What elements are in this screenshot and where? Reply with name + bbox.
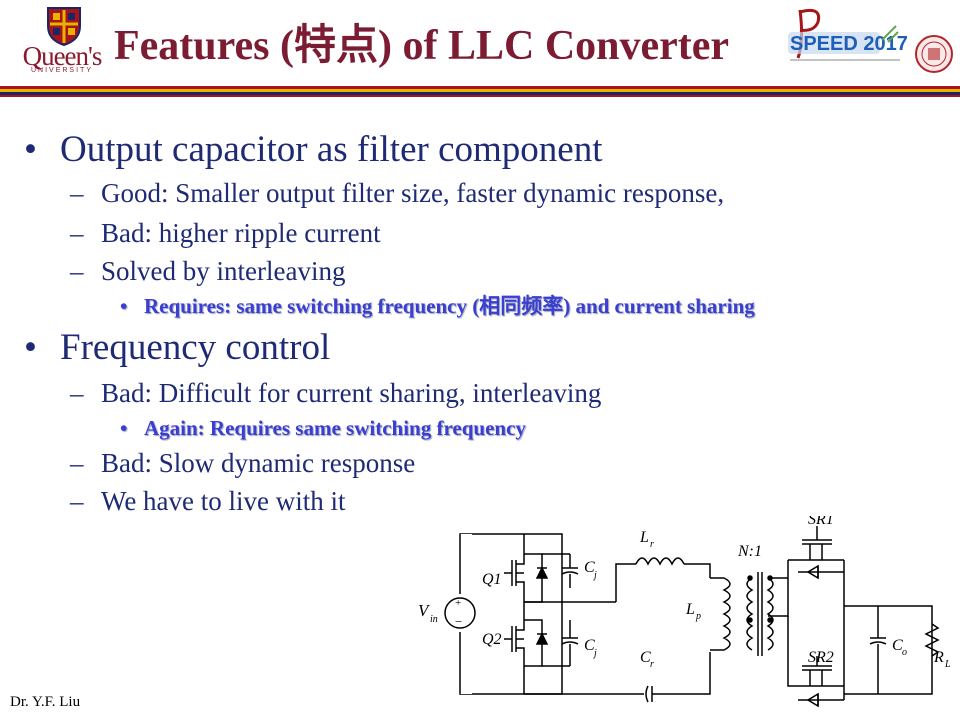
- crest-icon: [47, 7, 81, 46]
- lp-inductor-icon: [710, 577, 731, 651]
- plus-label: +: [455, 597, 461, 609]
- lp-label: L: [685, 601, 695, 618]
- event-logo-text: SPEED 2017: [790, 33, 908, 55]
- sub-bullet-text: Bad: higher ripple current: [101, 218, 381, 248]
- lr-sub-label: r: [650, 539, 654, 550]
- sr1-mosfet-icon: [788, 526, 844, 580]
- turns-ratio-label: N:1: [737, 543, 762, 560]
- q1-label: Q1: [482, 571, 502, 588]
- sub-bullet-text: Solved by interleaving: [101, 256, 346, 286]
- lr-label: L: [639, 529, 649, 546]
- slide-title: Features (特点) of LLC Converter: [114, 23, 730, 69]
- sr2-label: SR2: [808, 649, 834, 666]
- university-seal-icon: [915, 35, 953, 73]
- sub-bullet-text: We have to live with it: [101, 486, 346, 516]
- llc-circuit-diagram: + − V in Q1 Q2 C j C j L r C r L p N:: [418, 516, 951, 708]
- dash-mark: –: [70, 378, 84, 408]
- dash-mark: –: [70, 486, 84, 516]
- speed-event-logo: SPEED 2017: [770, 2, 920, 72]
- rl-sub-label: L: [944, 659, 951, 670]
- cj-top-capacitor-icon: [561, 554, 579, 588]
- dash-mark: –: [70, 256, 84, 286]
- co-capacitor-icon: [869, 606, 887, 694]
- lr-inductor-icon: [635, 557, 685, 566]
- minus-label: −: [455, 614, 462, 629]
- dash-mark: –: [70, 178, 84, 208]
- q1-mosfet-icon: [504, 534, 549, 603]
- cj-bottom-label: C: [584, 637, 595, 654]
- logo-subtext: UNIVERSITY: [30, 67, 93, 74]
- lp-sub-label: p: [695, 611, 701, 622]
- transformer-secondary-icon: [766, 577, 774, 651]
- rl-label: R: [933, 649, 944, 666]
- voltage-source-icon: [444, 597, 476, 629]
- sub-bullet-text: Bad: Difficult for current sharing, inte…: [101, 378, 602, 408]
- co-sub-label: o: [902, 647, 907, 658]
- sub-bullet-text: Bad: Slow dynamic response: [101, 448, 416, 478]
- sr1-label: SR1: [808, 516, 834, 528]
- output-wire: [843, 560, 933, 700]
- transformer-primary-icon: [746, 577, 754, 651]
- cr-label: C: [640, 649, 651, 666]
- q2-mosfet-icon: [504, 602, 549, 694]
- logo-text: Queen's: [22, 41, 103, 71]
- header-divider: [0, 86, 960, 102]
- bullet-text: Frequency control: [60, 327, 331, 368]
- bullet-mark: •: [24, 129, 37, 170]
- author-footer: Dr. Y.F. Liu: [10, 694, 81, 710]
- co-label: C: [892, 637, 903, 654]
- cr-sub-label: r: [650, 659, 654, 670]
- bullet-text: Output capacitor as filter component: [60, 129, 603, 170]
- sub-sub-bullet-text: Requires: same switching frequency (相同频率…: [144, 294, 755, 318]
- sub-bullet-text: Good: Smaller output filter size, faster…: [101, 178, 725, 208]
- bullet-mark: •: [120, 416, 128, 440]
- cj-top-label: C: [584, 559, 595, 576]
- rl-resistor-icon: [924, 623, 940, 657]
- cr-capacitor-icon: [524, 652, 711, 703]
- sub-sub-bullet-text: Again: Requires same switching frequency: [144, 416, 526, 440]
- q2-label: Q2: [482, 631, 502, 648]
- sr2-mosfet-icon: [787, 616, 844, 708]
- cj-top-sub-label: j: [592, 570, 597, 581]
- dash-mark: –: [70, 218, 84, 248]
- vin-sub-label: in: [430, 614, 438, 625]
- dash-mark: –: [70, 448, 84, 478]
- cj-bottom-capacitor-icon: [561, 620, 579, 666]
- vin-label: V: [418, 601, 431, 620]
- transformer-core-icon: [757, 572, 763, 656]
- queens-logo: Queen's UNIVERSITY: [8, 6, 112, 74]
- bullet-mark: •: [24, 327, 37, 368]
- bullet-mark: •: [120, 294, 128, 318]
- cj-bottom-sub-label: j: [592, 648, 597, 659]
